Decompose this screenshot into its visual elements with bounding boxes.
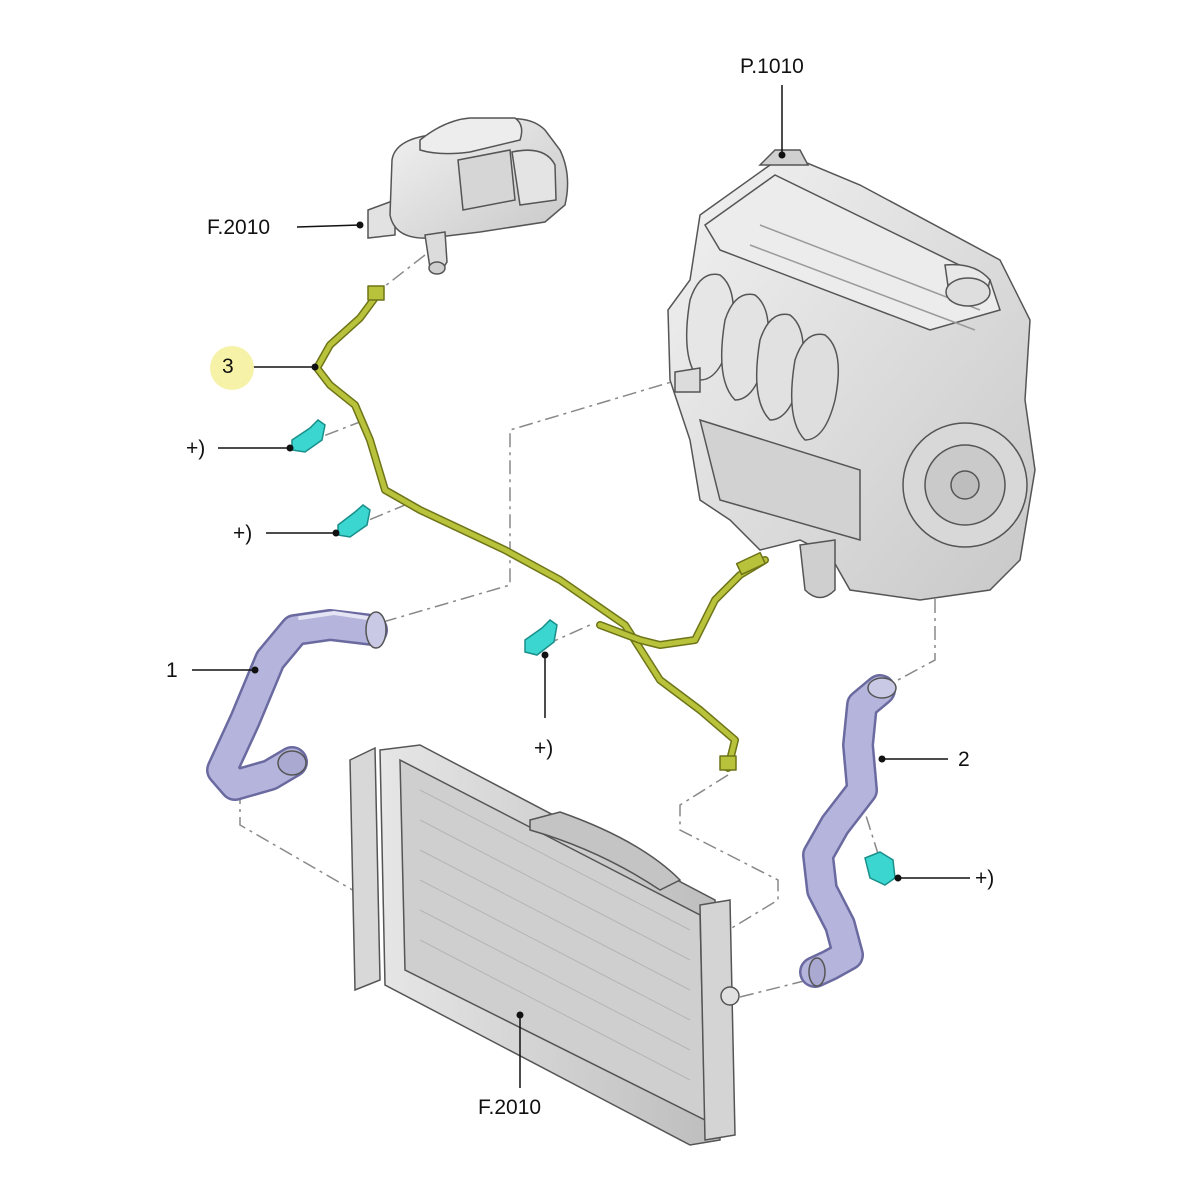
callout-clip-b: +): [233, 522, 253, 545]
radiator-lower-hose-2: [799, 674, 897, 988]
radiator-upper-hose-1: [206, 609, 388, 801]
leader-lines: [192, 85, 970, 1088]
callout-clip-a: +): [186, 437, 206, 460]
callout-clip-d: +): [975, 867, 995, 890]
bleed-pipe-3: [313, 285, 769, 772]
clip-b: [337, 504, 371, 538]
callout-tank-ref: F.2010: [207, 216, 271, 239]
callout-item-1: 1: [166, 659, 178, 682]
callout-item-3: 3: [222, 355, 234, 378]
callout-engine-ref: P.1010: [740, 55, 804, 78]
callout-item-2: 2: [958, 748, 970, 771]
callout-clip-c: +): [534, 737, 554, 760]
clip-a: [291, 419, 326, 453]
callout-3-highlight: [210, 346, 254, 390]
callout-radiator-ref: F.2010: [478, 1096, 542, 1119]
expansion-tank: [367, 117, 569, 275]
clip-c: [524, 619, 558, 656]
clip-d: [864, 851, 896, 886]
engine: [667, 149, 1036, 601]
leader-dots: [251, 151, 902, 1019]
radiator: [349, 744, 740, 1146]
